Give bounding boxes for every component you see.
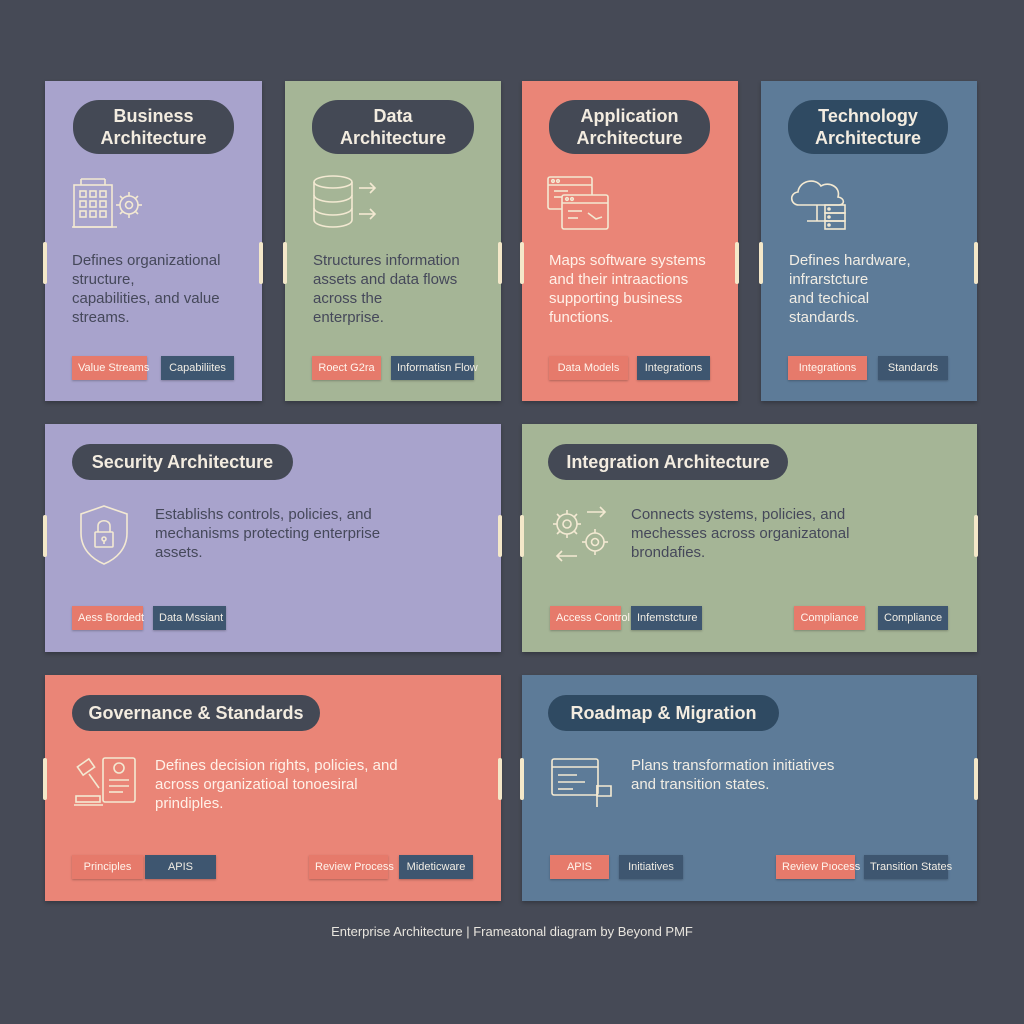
tag: Data Mssiant bbox=[153, 606, 226, 630]
connector-tick bbox=[498, 515, 502, 557]
card-integration-architecture: Integration Architecture Connects system… bbox=[522, 424, 977, 652]
tag: Integrations bbox=[788, 356, 867, 380]
tag: Review Process bbox=[309, 855, 394, 879]
card-data-architecture: Data Architecture Structures information… bbox=[285, 81, 501, 401]
tag: Compliance bbox=[878, 606, 948, 630]
tag: Principles bbox=[72, 855, 143, 879]
tag: Value Streams bbox=[72, 356, 149, 380]
card-description: Establishs controls, policies, and mecha… bbox=[155, 506, 381, 561]
tag: APIS bbox=[550, 855, 609, 879]
database-arrows-icon bbox=[311, 174, 381, 230]
card-title: Security Architecture bbox=[72, 444, 293, 480]
connector-tick bbox=[259, 242, 263, 284]
card-description: Structures information assets and data f… bbox=[313, 252, 460, 326]
connector-tick bbox=[43, 758, 47, 800]
tag: Data Models bbox=[549, 356, 628, 380]
tag: Transition States bbox=[864, 855, 952, 879]
connector-tick bbox=[283, 242, 287, 284]
connector-tick bbox=[520, 515, 524, 557]
gavel-document-icon bbox=[73, 754, 139, 810]
connector-tick bbox=[520, 242, 524, 284]
gears-arrows-icon bbox=[549, 502, 613, 564]
tag: Mideticware bbox=[399, 855, 473, 879]
shield-lock-icon bbox=[78, 503, 130, 567]
card-title: Technology Architecture bbox=[788, 100, 948, 154]
connector-tick bbox=[974, 242, 978, 284]
building-gear-icon bbox=[71, 175, 145, 231]
tag: Access Control bbox=[550, 606, 630, 630]
card-description: Defines organizational structure, capabi… bbox=[72, 252, 221, 326]
card-description: Connects systems, policies, and mechesse… bbox=[631, 506, 850, 561]
connector-tick bbox=[498, 758, 502, 800]
connector-tick bbox=[520, 758, 524, 800]
connector-tick bbox=[974, 515, 978, 557]
card-title: Governance & Standards bbox=[72, 695, 320, 731]
card-roadmap-migration: Roadmap & Migration Plans transformation… bbox=[522, 675, 977, 901]
card-description: Plans transformation initiatives and tra… bbox=[631, 757, 835, 793]
connector-tick bbox=[974, 758, 978, 800]
card-title: Integration Architecture bbox=[548, 444, 788, 480]
card-technology-architecture: Technology Architecture Defines hardware… bbox=[761, 81, 977, 401]
connector-tick bbox=[43, 515, 47, 557]
tag: APIS bbox=[145, 855, 216, 879]
tag: Standards bbox=[878, 356, 948, 380]
app-windows-icon bbox=[546, 175, 612, 233]
tag: Initiatives bbox=[619, 855, 683, 879]
tag: Capabiliites bbox=[161, 356, 234, 380]
card-title: Application Architecture bbox=[549, 100, 710, 154]
card-security-architecture: Security Architecture Establishs control… bbox=[45, 424, 501, 652]
card-description: Defines hardware, infrarstcture and tech… bbox=[789, 252, 911, 326]
card-description: Defines decision rights, policies, and a… bbox=[155, 757, 398, 812]
tag: Integrations bbox=[637, 356, 710, 380]
tag: Compliance bbox=[794, 606, 865, 630]
connector-tick bbox=[759, 242, 763, 284]
card-description: Maps software systems and their intraact… bbox=[549, 252, 706, 326]
connector-tick bbox=[735, 242, 739, 284]
card-governance-standards: Governance & Standards Defines decision … bbox=[45, 675, 501, 901]
connector-tick bbox=[43, 242, 47, 284]
tag: Roect G2ra bbox=[312, 356, 381, 380]
screen-flag-icon bbox=[549, 755, 615, 811]
tag: Informatisn Flow bbox=[391, 356, 478, 380]
footer-caption: Enterprise Architecture | Frameatonal di… bbox=[331, 924, 693, 939]
connector-tick bbox=[498, 242, 502, 284]
card-title: Roadmap & Migration bbox=[548, 695, 779, 731]
tag: Review Pıocess bbox=[776, 855, 860, 879]
card-title: Data Architecture bbox=[312, 100, 474, 154]
card-business-architecture: Business Architecture Defines organizati… bbox=[45, 81, 262, 401]
tag: Aess Bordedt bbox=[72, 606, 144, 630]
card-application-architecture: Application Architecture Maps software s… bbox=[522, 81, 738, 401]
tag: Infemstcture bbox=[631, 606, 702, 630]
card-title: Business Architecture bbox=[73, 100, 234, 154]
cloud-server-icon bbox=[787, 173, 851, 233]
